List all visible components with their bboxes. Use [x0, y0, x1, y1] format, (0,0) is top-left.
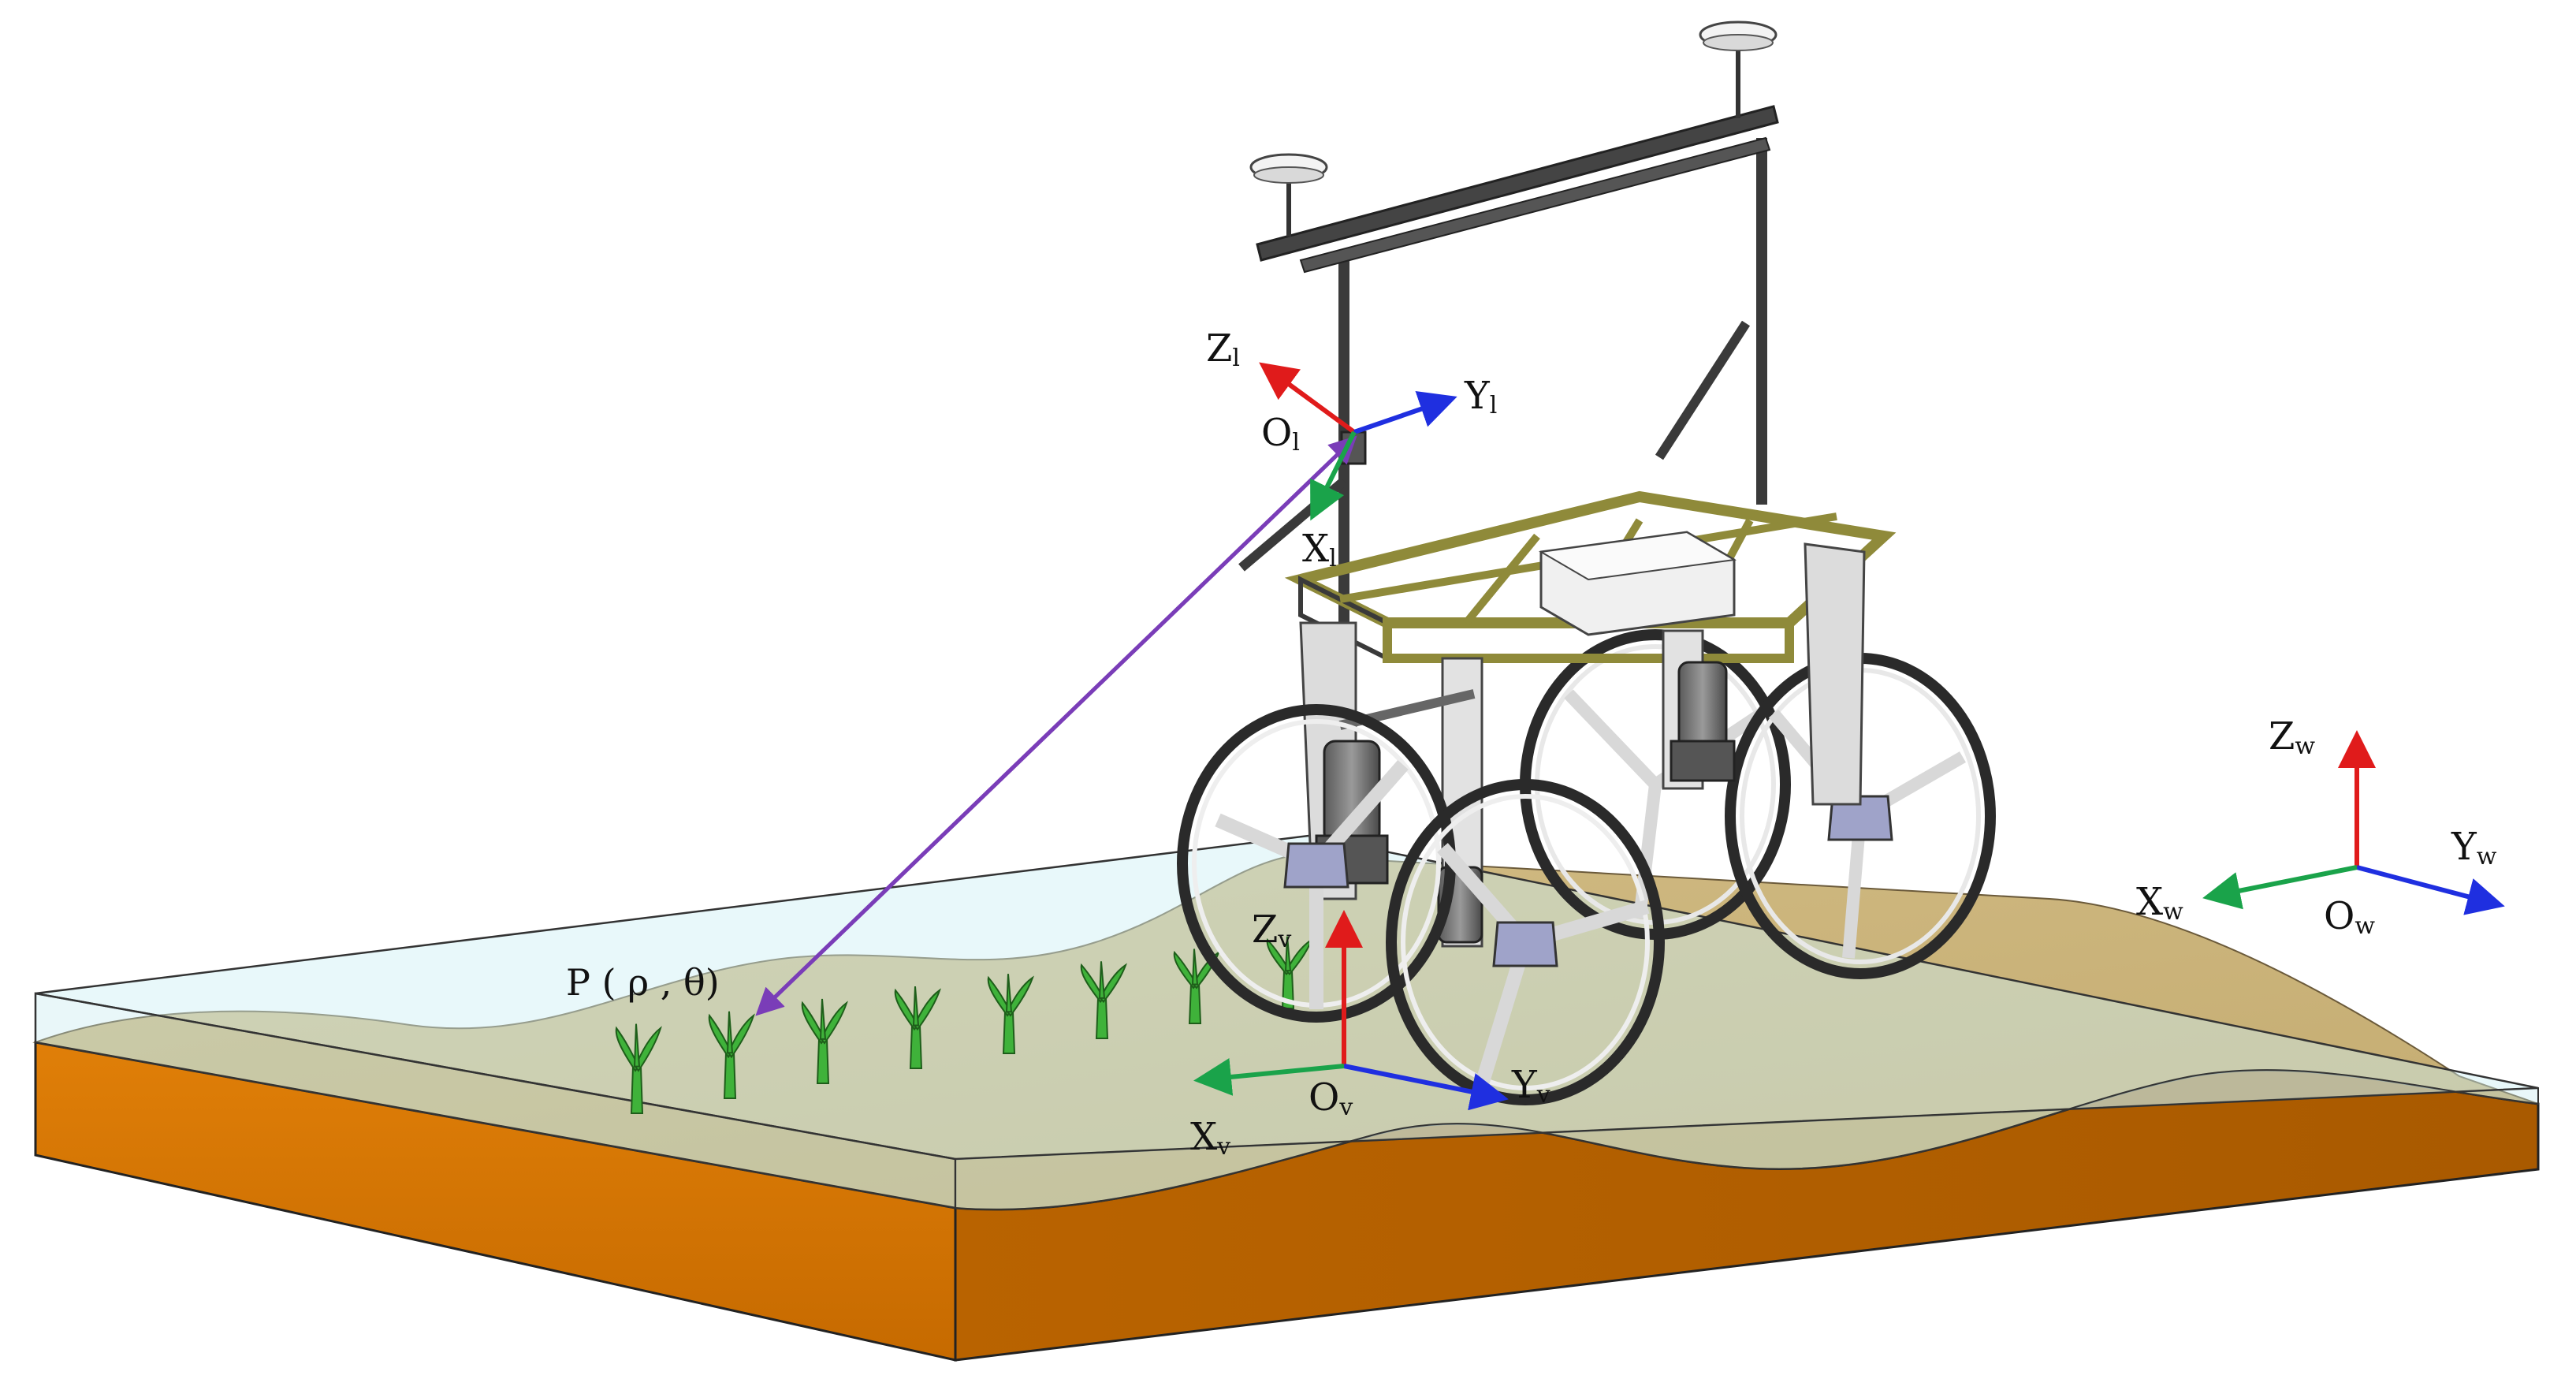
world-x-axis	[2202, 865, 2358, 910]
seedling-row	[615, 936, 1313, 1114]
motor-rear-left	[1670, 661, 1736, 782]
world-origin-label: Ow	[2324, 894, 2375, 940]
rice-seedling-icon	[615, 1023, 662, 1114]
world-y-label: Yw	[2451, 825, 2497, 870]
field-block	[32, 834, 2540, 1362]
lidar-x-label: Xl	[1302, 527, 1337, 572]
rice-seedling-icon	[708, 1011, 755, 1099]
vehicle-z-label: Zv	[1252, 908, 1291, 953]
gnss-antenna-left-icon	[1249, 153, 1328, 237]
lidar-x-axis	[1310, 430, 1357, 521]
gnss-mast	[1249, 20, 1779, 631]
water-right-wall	[955, 1069, 2539, 1210]
rice-seedling-icon	[894, 986, 941, 1069]
lidar-coordinate-frame: Zl Yl Ol Xl	[1206, 326, 1497, 572]
rice-seedling-icon	[1080, 961, 1127, 1039]
gnss-antenna-right-icon	[1699, 20, 1778, 118]
lidar-z-axis	[1259, 362, 1356, 434]
field-robot	[1177, 20, 1996, 1105]
vehicle-y-label: Yv	[1511, 1063, 1550, 1109]
lidar-y-label: Yl	[1464, 374, 1497, 419]
rice-seedling-icon	[801, 998, 848, 1084]
rice-seedling-icon	[987, 974, 1034, 1054]
vehicle-x-axis	[1193, 1058, 1345, 1096]
lidar-ray-return	[757, 435, 1357, 1015]
vehicle-x-label: Xv	[1190, 1115, 1230, 1161]
target-point-label: P ( ρ , θ)	[566, 961, 720, 1004]
vehicle-y-axis	[1343, 1064, 1509, 1111]
vehicle-origin-label: Ov	[1308, 1075, 1353, 1121]
vehicle-coordinate-frame: Zv Yv Ov Xv	[1190, 908, 1550, 1161]
lidar-origin-label: Ol	[1261, 411, 1300, 457]
lidar-y-axis	[1353, 390, 1457, 434]
front-right-wheel	[1386, 779, 1665, 1105]
world-x-label: Xw	[2136, 880, 2183, 926]
world-coordinate-frame: Zw Yw Ow Xw	[2136, 714, 2505, 940]
lidar-z-label: Zl	[1206, 326, 1240, 372]
world-z-label: Zw	[2269, 714, 2315, 760]
world-y-axis	[2356, 865, 2505, 915]
